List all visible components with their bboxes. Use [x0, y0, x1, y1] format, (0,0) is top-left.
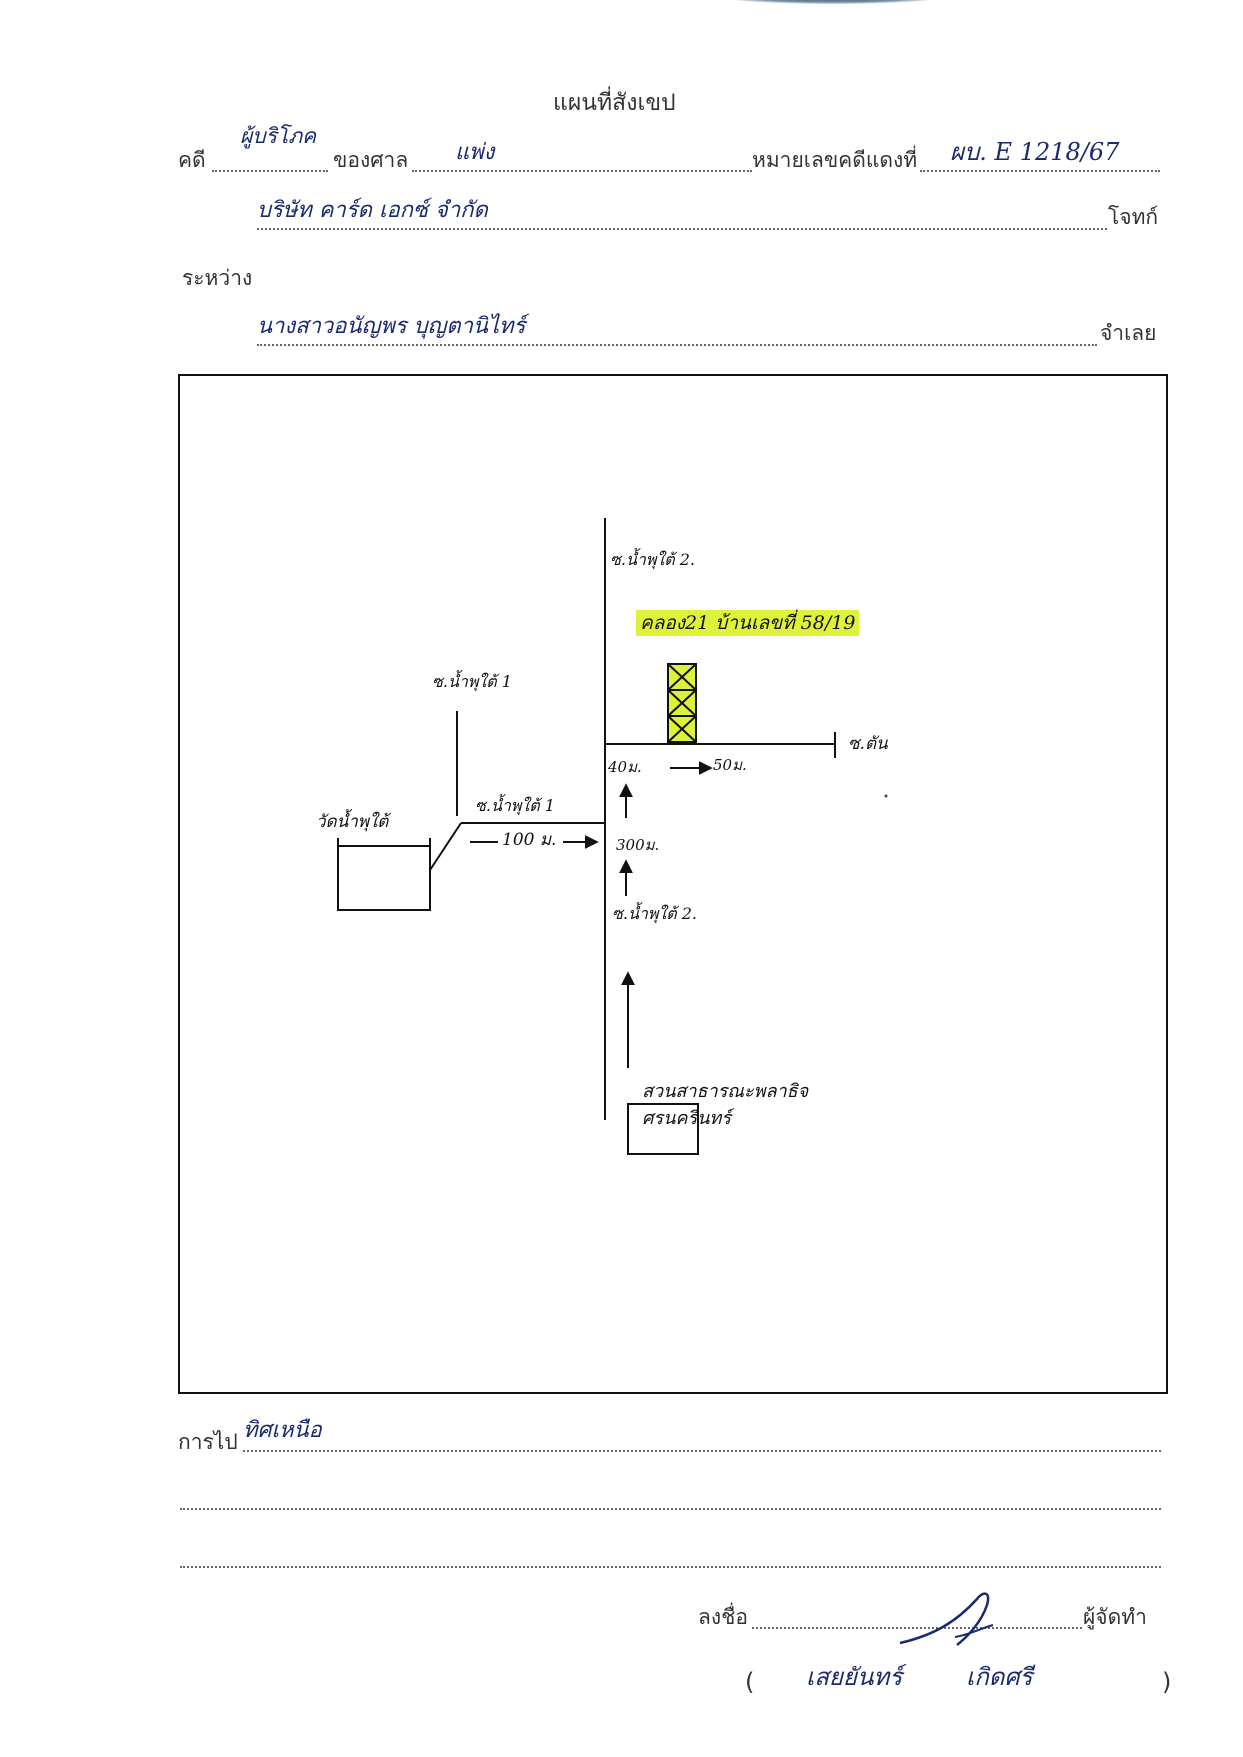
document-title: แผนที่สังเขป	[553, 90, 676, 116]
sketch-map-frame: คลอง21 บ้านเลขที่ 58/19 ซ.น้ำพุใต้ 2. ซ.…	[178, 374, 1168, 1394]
house-label-highlight: คลอง21 บ้านเลขที่ 58/19	[636, 610, 860, 636]
close-paren: )	[1162, 1668, 1172, 1696]
temple-box	[337, 845, 431, 911]
distance-300m: 300ม.	[616, 836, 660, 854]
temple-label: วัดน้ำพุใต้	[316, 812, 389, 832]
stray-dot	[884, 794, 888, 798]
soi1-top-label: ซ.น้ำพุใต้ 1	[432, 672, 512, 691]
signature-dots	[752, 1627, 1082, 1629]
soi1-diagonal-line	[429, 822, 462, 871]
soi2-bottom-label: ซ.น้ำพุใต้ 2.	[612, 904, 697, 923]
signature-scribble	[899, 1592, 994, 1646]
preparer-last-name: เกิดศรี	[966, 1663, 1033, 1691]
soi2-top-label: ซ.น้ำพุใต้ 2.	[610, 550, 695, 569]
plaintiff-name: บริษัท คาร์ด เอกซ์ จำกัด	[257, 198, 488, 223]
scan-smudge	[715, 0, 950, 4]
blank-line-1	[180, 1508, 1161, 1510]
blank-line-2	[180, 1566, 1161, 1568]
distance-100m: 100 ม.	[502, 830, 557, 850]
between-label: ระหว่าง	[182, 266, 253, 290]
signature-label: ลงชื่อ	[698, 1605, 748, 1629]
preparer-first-name: เสยยันทร์	[806, 1663, 903, 1691]
distance-50m: 50ม.	[713, 756, 747, 774]
house-label: คลอง21 บ้านเลขที่ 58/19	[636, 610, 860, 636]
park-label: สวนสาธารณะพลาธิจ ศรนครินทร์	[642, 1081, 809, 1129]
house-marker	[667, 663, 697, 743]
court-name-dots	[412, 170, 752, 172]
prepared-by-label: ผู้จัดทำ	[1083, 1605, 1147, 1629]
directions-dots	[243, 1450, 1161, 1452]
case-type-value: ผู้บริโภค	[240, 124, 317, 148]
case-label: คดี	[178, 148, 206, 172]
court-name-value: แพ่ง	[455, 140, 495, 165]
park-box	[627, 1103, 699, 1155]
plaintiff-label: โจทก์	[1108, 205, 1159, 229]
red-case-number-dots	[920, 170, 1160, 172]
red-case-number-value: ผบ. E 1218/67	[950, 138, 1120, 166]
defendant-name: นางสาวอนัญพร บุญตานิไทร์	[257, 314, 526, 339]
directions-label: การไป	[178, 1430, 238, 1454]
court-label: ของศาล	[333, 148, 409, 172]
distance-40m: 40ม.	[608, 758, 642, 776]
soi1-road-label: ซ.น้ำพุใต้ 1	[475, 796, 555, 815]
defendant-label: จำเลย	[1100, 321, 1157, 345]
defendant-dots	[257, 344, 1097, 346]
red-case-number-label: หมายเลขคดีแดงที่	[752, 148, 918, 172]
dead-end-label: ซ.ตัน	[848, 734, 888, 754]
open-paren: (	[745, 1668, 755, 1696]
directions-value: ทิศเหนือ	[243, 1418, 322, 1443]
case-type-dots	[212, 170, 328, 172]
plaintiff-dots	[257, 228, 1107, 230]
sketch-map-drawing	[337, 518, 888, 1155]
